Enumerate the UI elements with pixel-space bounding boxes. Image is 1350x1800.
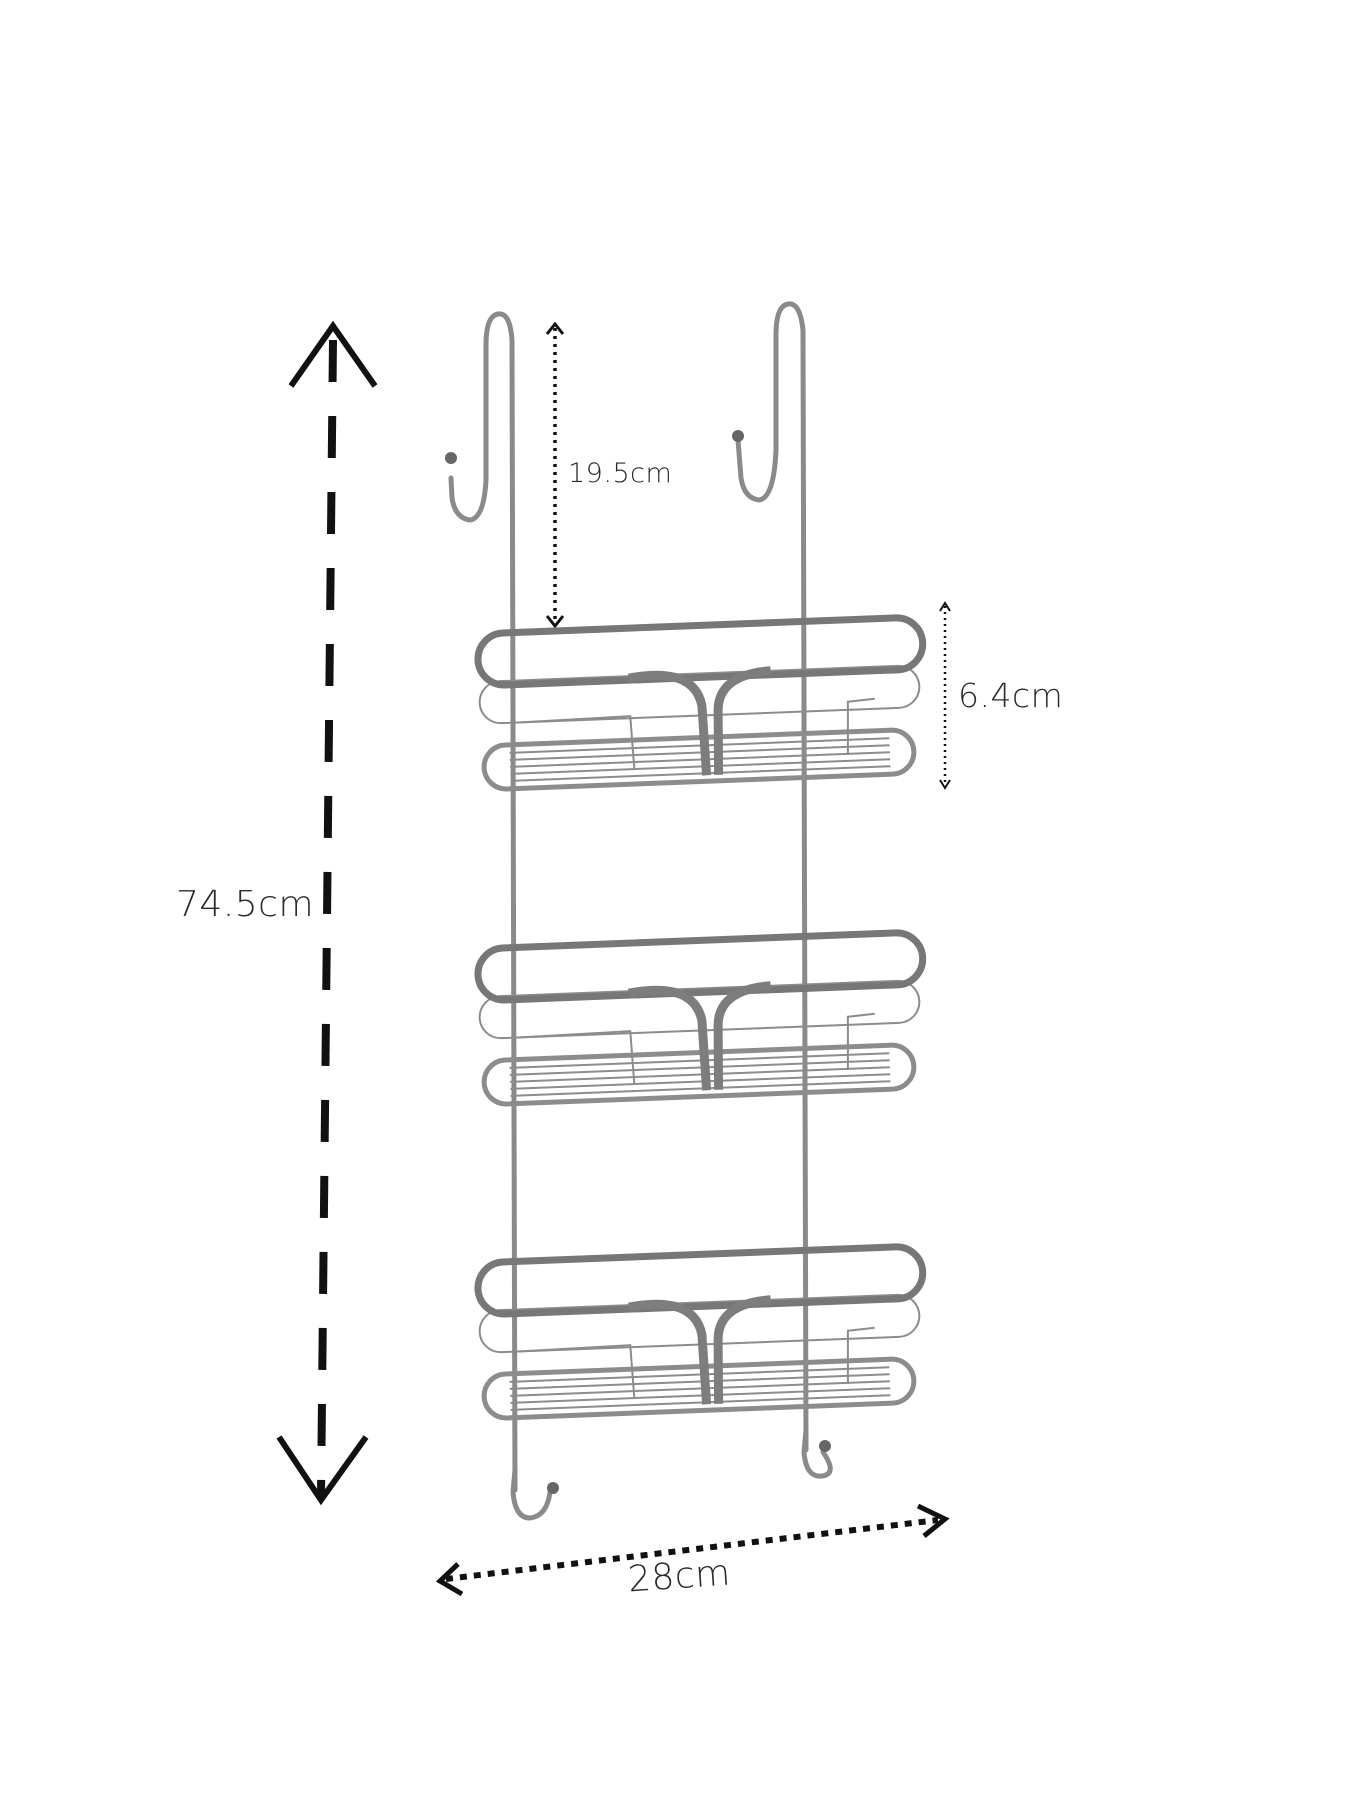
basket-inner-rail: [520, 1326, 875, 1398]
tray-wire: [510, 1394, 891, 1411]
hook-drop-label: 19.5cm: [568, 458, 673, 489]
basket-top-rim: [474, 929, 927, 1004]
basket-2: [474, 929, 927, 1107]
basket-top-rim: [474, 614, 927, 689]
basket-front-support: [627, 1295, 772, 1405]
basket-inner-rail: [520, 697, 875, 769]
basket-inner-rail: [520, 1012, 875, 1084]
arrowhead-down-icon: [276, 1435, 369, 1506]
basket-3: [474, 1243, 927, 1421]
tray-wire: [510, 758, 891, 775]
tray-wire: [509, 737, 890, 754]
arrowhead-up-icon: [288, 320, 378, 388]
basket-height-label: 6.4cm: [958, 676, 1064, 715]
hook-drop-dimension-arrow: [545, 321, 565, 629]
hook-bottom-left: [510, 1467, 553, 1521]
tray-wire: [510, 1073, 891, 1090]
hook-knob-top-right: [732, 430, 744, 442]
hook-bottom-right: [801, 1427, 833, 1479]
hook-knob-top-left: [445, 452, 457, 464]
tray-wire: [509, 1373, 890, 1390]
basket-tray: [481, 727, 917, 792]
basket-front-support: [627, 981, 772, 1091]
tray-wire: [510, 1066, 890, 1083]
basket-tray: [481, 1042, 917, 1107]
tray-wire: [510, 1080, 891, 1097]
tray-wire: [510, 751, 890, 768]
tray-wire: [510, 1387, 891, 1404]
basket-front-support: [627, 666, 772, 776]
tray-wire: [509, 744, 890, 761]
total-height-label: 74.5cm: [176, 884, 315, 925]
basket-1: [474, 614, 927, 792]
tray-wire: [509, 1059, 890, 1076]
tray-wire: [510, 765, 891, 782]
width-dimension-arrow: [435, 1503, 950, 1597]
tray-wire: [510, 1380, 890, 1397]
right-rail: [735, 301, 809, 1453]
height-dimension-arrow: [276, 320, 378, 1506]
tray-wire: [509, 1052, 890, 1069]
width-label: 28cm: [626, 1552, 732, 1601]
tray-wire: [509, 1366, 890, 1383]
basket-height-dimension-arrow: [939, 601, 951, 790]
shower-caddy: [445, 301, 833, 1521]
basket-tray: [481, 1356, 917, 1421]
left-rail: [448, 311, 518, 1493]
height-dashed-line: [317, 339, 337, 1496]
baskets: [474, 614, 927, 1421]
basket-top-rim: [474, 1243, 927, 1318]
